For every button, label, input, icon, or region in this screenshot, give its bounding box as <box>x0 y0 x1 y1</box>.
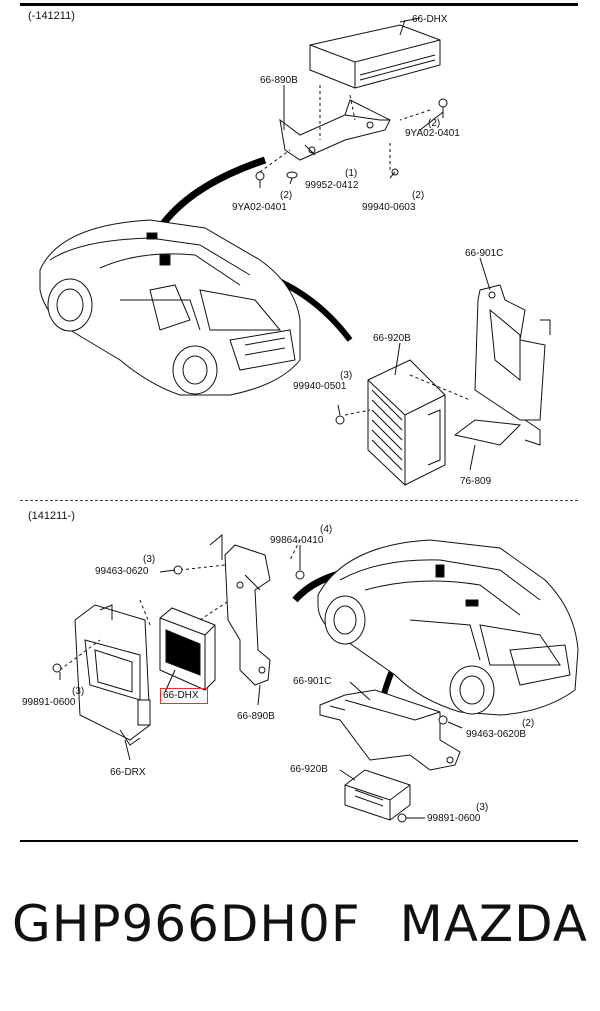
section-header-upper: (-141211) <box>28 10 75 22</box>
qty-upper-e: (3) <box>340 370 353 381</box>
bracket-901c-upper <box>474 284 551 446</box>
qty-lower-j: (3) <box>476 802 489 813</box>
bracket-890b-lower <box>209 533 271 686</box>
bolt-lower-j <box>397 813 407 823</box>
bolt-upper-a <box>438 98 448 118</box>
label-66-890b-upper: 66-890B <box>260 75 298 86</box>
qty-upper-a: (2) <box>428 118 441 129</box>
section-divider <box>20 500 578 501</box>
part-99463-0620: 99463-0620 <box>95 566 149 577</box>
qty-lower-h: (3) <box>72 686 85 697</box>
part-99864-0410: 99864-0410 <box>270 535 324 546</box>
part-99891-0600-a: 99891-0600 <box>22 697 76 708</box>
part-number: GHP966DH0F <box>12 895 361 953</box>
qty-lower-g: (3) <box>143 554 156 565</box>
label-66-dhx-upper: 66-DHX <box>412 14 448 25</box>
bolt-lower-i <box>438 715 448 725</box>
part-9ya02-0401-b: 9YA02-0401 <box>232 202 287 213</box>
bolt-lower-f <box>295 570 305 580</box>
bolt-upper-e <box>335 415 345 425</box>
part-99952-0412: 99952-0412 <box>305 180 359 191</box>
bolt-lower-g <box>173 565 183 575</box>
qty-upper-b: (2) <box>280 190 293 201</box>
qty-upper-d: (2) <box>412 190 425 201</box>
label-66-dhx-lower: 66-DHX <box>163 690 199 701</box>
highlight-box <box>160 688 208 704</box>
module-920b-lower <box>344 769 411 821</box>
washer-upper-c <box>286 171 298 179</box>
label-66-901c-lower: 66-901C <box>293 676 332 687</box>
footer: GHP966DH0F MAZDA <box>0 895 600 975</box>
pad-76-809 <box>453 419 522 446</box>
bolt-upper-b <box>255 171 265 188</box>
section-header-lower: (141211-) <box>28 510 75 522</box>
qty-lower-i: (2) <box>522 718 535 729</box>
part-99891-0600-b: 99891-0600 <box>427 813 481 824</box>
part-9ya02-0401-a: 9YA02-0401 <box>405 128 460 139</box>
bottom-rule <box>20 840 578 842</box>
brand-name: MAZDA <box>399 895 588 953</box>
part-99940-0603: 99940-0603 <box>362 202 416 213</box>
qty-lower-f: (4) <box>320 524 333 535</box>
vehicle-lower <box>317 539 579 716</box>
bracket-901c-lower <box>319 689 461 771</box>
part-99463-0620b: 99463-0620B <box>466 729 527 740</box>
qty-upper-c: (1) <box>345 168 358 179</box>
label-66-901c-upper: 66-901C <box>465 248 504 259</box>
label-66-890b-lower: 66-890B <box>237 711 275 722</box>
top-rule <box>20 3 578 6</box>
dhx-module-upper <box>309 17 441 89</box>
dhx-module-lower <box>159 607 216 691</box>
drx-module <box>74 604 151 746</box>
arrow-upper-left <box>157 156 267 231</box>
label-66-920b-upper: 66-920B <box>373 333 411 344</box>
bolt-lower-h <box>52 663 62 673</box>
vehicle-upper <box>39 219 301 396</box>
parts-diagram <box>39 17 579 823</box>
module-920b-upper <box>367 359 446 486</box>
part-99940-0501: 99940-0501 <box>293 381 347 392</box>
label-66-920b-lower: 66-920B <box>290 764 328 775</box>
label-66-drx: 66-DRX <box>110 767 146 778</box>
label-76-809: 76-809 <box>460 476 492 487</box>
bracket-890b-upper <box>279 99 391 161</box>
